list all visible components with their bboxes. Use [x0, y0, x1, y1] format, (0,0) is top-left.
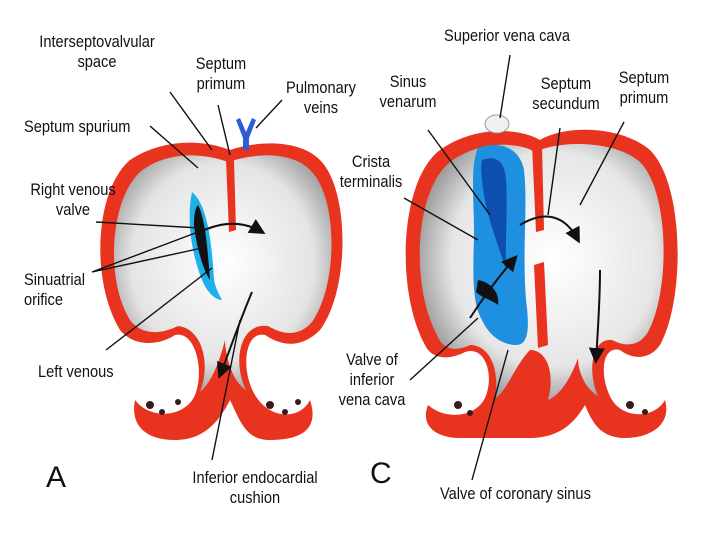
label-valve-ivc-line2: inferior: [349, 370, 395, 389]
label-septum-secundum-line2: secundum: [532, 94, 600, 113]
leader-valve-coronary-sinus: [471, 349, 509, 481]
leader-septum-primum-a: [217, 104, 231, 156]
leader-septum-spurium: [149, 125, 199, 169]
label-septum-primum-c: Septum primum: [613, 68, 675, 108]
label-pulmonary-veins-line2: veins: [303, 98, 339, 117]
panel-c-svc-knob: [484, 114, 510, 134]
label-right-venous-valve-line2: valve: [55, 200, 91, 219]
label-interseptovalvular-space: Interseptovalvular space: [33, 32, 162, 72]
panel-c-sinus-shadow: [481, 158, 507, 270]
label-interseptovalvular-line2: space: [77, 52, 117, 71]
leader-sinuatrial-orifice-1: [91, 231, 199, 273]
panel-a-cushion-texture: [146, 399, 301, 415]
leader-valve-ivc: [409, 317, 479, 381]
leader-pulmonary-veins: [255, 99, 283, 129]
label-sinus-venarum-line2: venarum: [379, 92, 437, 111]
label-sinuatrial-orifice-line2: orifice: [24, 290, 64, 309]
leader-crista-terminalis: [403, 197, 479, 241]
leader-left-venous: [105, 267, 213, 351]
panel-c-cushion-texture: [454, 401, 648, 416]
panel-a-heart: [100, 118, 343, 440]
panel-a-flow-arrow-right: [199, 219, 266, 235]
panel-a-flow-arrow-down: [217, 291, 253, 379]
panel-c-heart: [405, 114, 678, 438]
label-septum-primum-c-line2: primum: [619, 88, 669, 107]
label-interseptovalvular-line1: Interseptovalvular: [39, 32, 155, 51]
label-crista-terminalis-line1: Crista: [351, 152, 391, 171]
leader-sinuatrial-orifice-2: [91, 247, 203, 273]
label-right-venous-valve-line1: Right venous: [30, 180, 116, 199]
panel-c-letter: C: [370, 457, 392, 490]
leader-superior-vena-cava: [499, 54, 511, 119]
panel-c-flow-arrow-diag: [469, 255, 518, 319]
panel-a-chamber: [113, 155, 332, 392]
label-septum-primum-a-line2: primum: [196, 74, 246, 93]
label-sinus-venarum: Sinus venarum: [374, 72, 443, 112]
label-valve-ivc-line1: Valve of: [346, 350, 398, 369]
label-crista-terminalis: Crista terminalis: [334, 152, 408, 192]
leader-septum-primum-c: [579, 121, 625, 206]
leader-right-venous-valve: [95, 221, 201, 229]
label-inferior-endocardial-cushion: Inferior endocardial cushion: [182, 468, 328, 508]
label-sinus-venarum-line1: Sinus: [389, 72, 427, 91]
label-right-venous-valve: Right venous valve: [22, 180, 123, 220]
label-septum-primum-a: Septum primum: [191, 54, 251, 94]
label-septum-spurium: Septum spurium: [24, 117, 131, 136]
label-septum-primum-c-line1: Septum: [618, 68, 670, 87]
leader-inferior-endocardial: [211, 319, 241, 461]
label-inferior-endocardial-line1: Inferior endocardial: [192, 468, 318, 487]
panel-c-flow-arrow-down: [588, 269, 605, 364]
label-septum-secundum: Septum secundum: [530, 74, 602, 114]
panel-a-pulmonary-vein: [236, 118, 256, 150]
leader-sinus-venarum: [427, 129, 491, 216]
label-valve-ivc-line3: vena cava: [338, 390, 406, 409]
leader-lines: [91, 54, 625, 481]
label-pulmonary-veins: Pulmonary veins: [282, 78, 359, 118]
label-crista-terminalis-line2: terminalis: [339, 172, 403, 191]
label-valve-inferior-vena-cava: Valve of inferior vena cava: [336, 350, 408, 410]
label-sinuatrial-orifice: Sinuatrial orifice: [24, 270, 85, 310]
leader-interseptovalvular: [169, 91, 213, 151]
label-valve-coronary-sinus: Valve of coronary sinus: [440, 484, 591, 503]
panel-a-sinuatrial-orifice: [194, 205, 210, 280]
label-septum-secundum-line1: Septum: [540, 74, 592, 93]
panel-a-letter: A: [46, 461, 67, 494]
label-superior-vena-cava: Superior vena cava: [444, 26, 570, 45]
leader-septum-secundum: [547, 127, 561, 216]
label-sinuatrial-orifice-line1: Sinuatrial: [24, 270, 85, 289]
panel-a-septum-primum: [226, 160, 236, 232]
label-septum-primum-a-line1: Septum: [195, 54, 247, 73]
label-inferior-endocardial-line2: cushion: [229, 488, 281, 507]
panel-c-septum-lower: [534, 262, 548, 348]
label-pulmonary-veins-line1: Pulmonary: [286, 78, 356, 97]
panel-c-flow-arrow-right: [519, 215, 580, 244]
panel-c-septum: [532, 145, 544, 232]
label-left-venous: Left venous: [38, 362, 114, 381]
